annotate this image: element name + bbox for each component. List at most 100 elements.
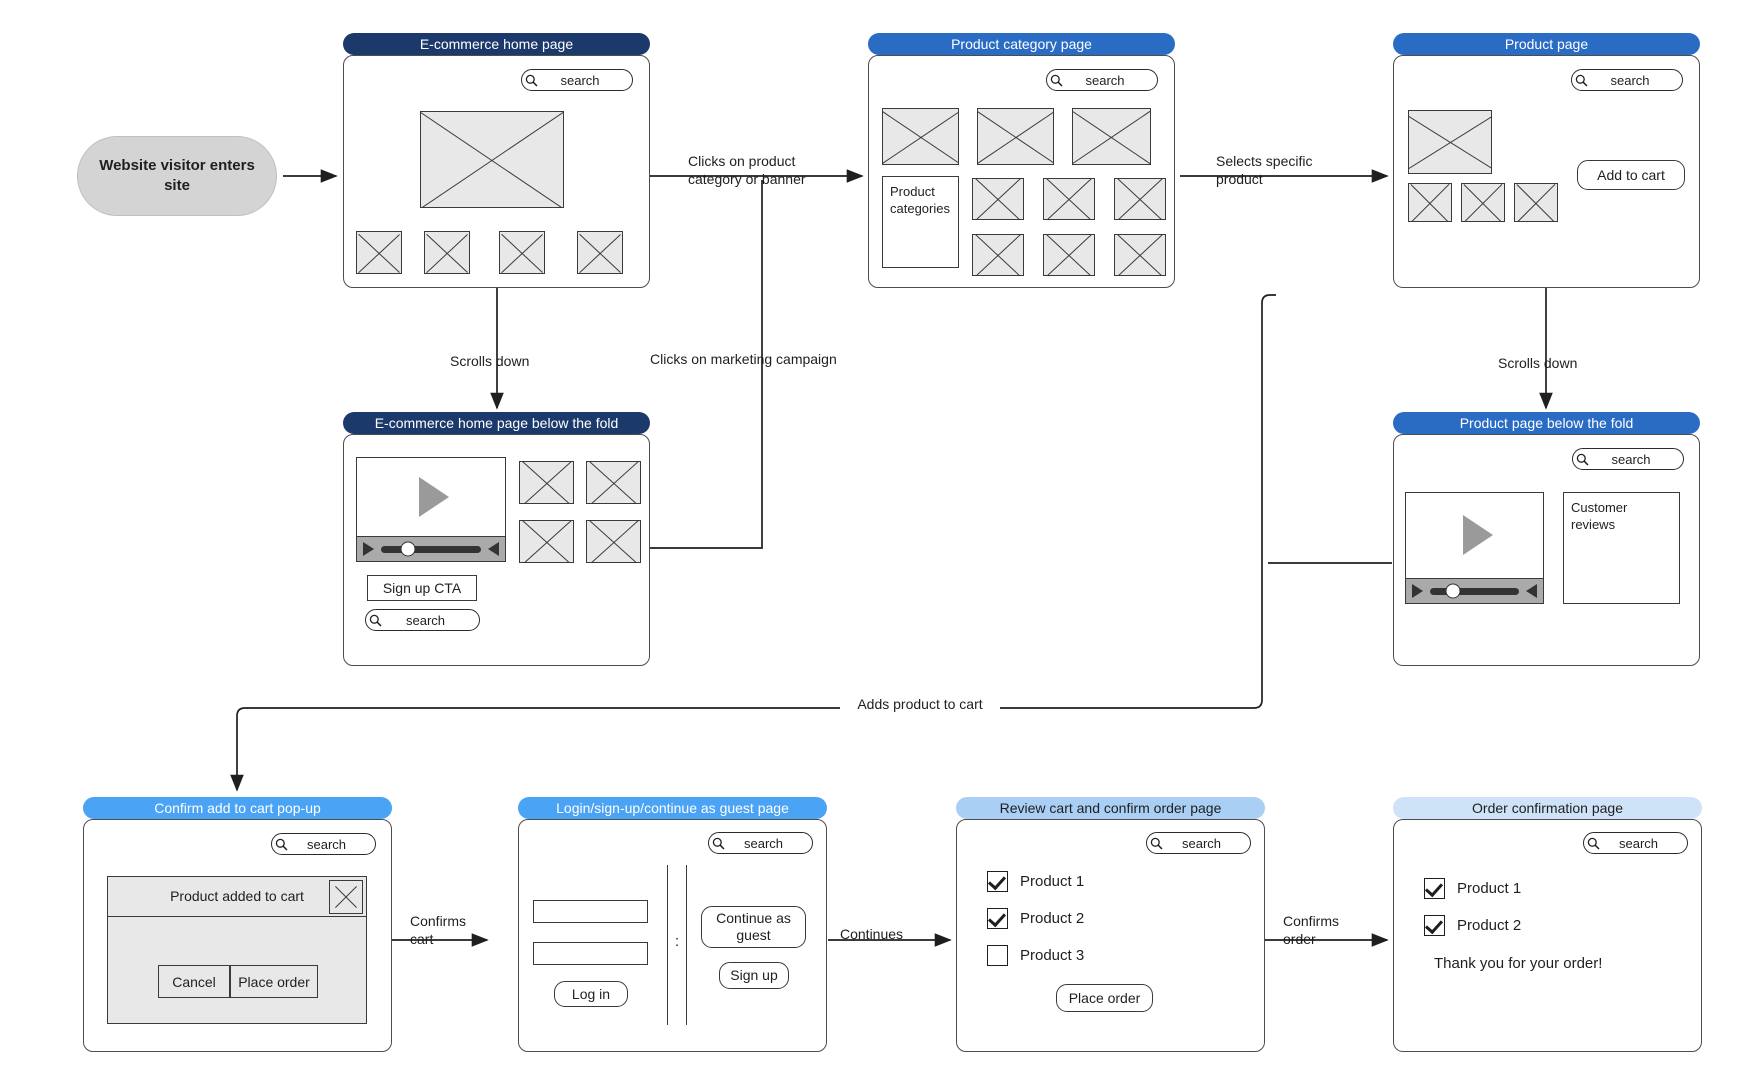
product-thumbnail-placeholder[interactable] <box>1461 183 1505 222</box>
search-field[interactable]: search <box>1146 832 1251 854</box>
edge-label-marketing: Clicks on marketing campaign <box>650 351 837 367</box>
product-tile-placeholder[interactable] <box>1114 178 1166 220</box>
promo-tile-placeholder[interactable] <box>519 520 574 563</box>
tile-placeholder[interactable] <box>424 231 470 274</box>
place-order-button[interactable]: Place order <box>1056 984 1153 1012</box>
node-product-below-fold: Product page below the fold search <box>1393 412 1700 666</box>
node-order-confirmation: Order confirmation page search Product 1… <box>1393 797 1702 1052</box>
checkbox-checked-icon[interactable] <box>987 908 1008 929</box>
play-button-icon[interactable] <box>1412 584 1423 598</box>
product-thumbnail-placeholder[interactable] <box>1408 183 1452 222</box>
video-scrubber-knob[interactable] <box>400 541 416 557</box>
product-tile-placeholder[interactable] <box>972 178 1024 220</box>
cart-item-label: Product 2 <box>1020 910 1085 927</box>
cart-item-row[interactable]: Product 1 <box>987 871 1084 892</box>
login-button[interactable]: Log in <box>554 981 628 1007</box>
node-order-confirmation-body: search Product 1 Product 2 Thank you for… <box>1393 819 1702 1052</box>
continue-as-guest-button[interactable]: Continue as guest <box>701 906 806 948</box>
start-node: Website visitor enters site <box>77 136 277 216</box>
search-placeholder: search <box>1085 72 1125 88</box>
customer-reviews-panel[interactable]: Customer reviews <box>1563 492 1680 604</box>
product-categories-panel[interactable]: Product categories <box>882 176 959 268</box>
category-banner-placeholder[interactable] <box>977 108 1054 165</box>
node-product-page: Product page search Add to cart <box>1393 33 1700 288</box>
cart-item-label: Product 3 <box>1020 947 1085 964</box>
product-tile-placeholder[interactable] <box>1114 234 1166 276</box>
start-label: Website visitor enters site <box>99 157 255 194</box>
play-button-icon[interactable] <box>363 542 374 556</box>
video-controls[interactable] <box>1406 578 1543 603</box>
divider-left <box>667 865 668 1025</box>
place-order-button[interactable]: Place order <box>230 965 318 998</box>
play-icon[interactable] <box>1462 515 1493 555</box>
search-field[interactable]: search <box>521 69 633 91</box>
promo-tile-placeholder[interactable] <box>586 461 641 504</box>
rewind-button-icon[interactable] <box>488 542 499 556</box>
search-icon <box>1572 74 1590 87</box>
search-placeholder: search <box>560 72 600 88</box>
node-home-page: E-commerce home page search <box>343 33 650 288</box>
category-banner-placeholder[interactable] <box>882 108 959 165</box>
product-thumbnail-placeholder[interactable] <box>1514 183 1558 222</box>
promo-tile-placeholder[interactable] <box>519 461 574 504</box>
cancel-button[interactable]: Cancel <box>158 965 230 998</box>
password-field[interactable] <box>533 942 648 965</box>
product-tile-placeholder[interactable] <box>1043 178 1095 220</box>
edge-label-continues: Continues <box>840 926 904 942</box>
add-to-cart-dialog: Product added to cart Cancel Place order <box>107 876 367 1024</box>
rewind-button-icon[interactable] <box>1526 584 1537 598</box>
edge-label-scrolls-down-home: Scrolls down <box>450 353 530 369</box>
video-scrubber[interactable] <box>381 541 481 557</box>
cart-item-row[interactable]: Product 2 <box>987 908 1084 929</box>
edge-label-confirms-order: Confirms order <box>1283 913 1340 947</box>
search-field[interactable]: search <box>1571 69 1683 91</box>
product-hero-image-placeholder[interactable] <box>1408 110 1492 174</box>
video-player[interactable] <box>1405 492 1544 604</box>
node-home-below-fold: E-commerce home page below the fold <box>343 412 650 666</box>
tile-placeholder[interactable] <box>577 231 623 274</box>
node-login-page: Login/sign-up/continue as guest page sea… <box>518 797 827 1052</box>
product-tile-placeholder[interactable] <box>972 234 1024 276</box>
add-to-cart-button[interactable]: Add to cart <box>1577 160 1685 190</box>
hero-banner-placeholder[interactable] <box>420 111 564 208</box>
signup-button[interactable]: Sign up <box>719 962 789 989</box>
node-home-page-body: search <box>343 55 650 288</box>
dialog-title: Product added to cart <box>108 877 366 917</box>
search-icon <box>1584 837 1602 850</box>
search-field[interactable]: search <box>271 833 376 855</box>
node-product-category-page-body: search Product categories <box>868 55 1175 288</box>
checkbox-checked-icon <box>1424 878 1445 899</box>
product-tile-placeholder[interactable] <box>1043 234 1095 276</box>
search-field[interactable]: search <box>708 832 813 854</box>
video-scrubber-knob[interactable] <box>1445 583 1461 599</box>
category-banner-placeholder[interactable] <box>1072 108 1151 165</box>
video-controls[interactable] <box>357 536 505 561</box>
search-field[interactable]: search <box>1046 69 1158 91</box>
search-field[interactable]: search <box>1583 832 1688 854</box>
signup-cta-label: Sign up CTA <box>382 580 462 596</box>
video-player[interactable] <box>356 457 506 562</box>
play-icon[interactable] <box>419 476 449 517</box>
search-icon <box>366 614 384 627</box>
promo-tile-placeholder[interactable] <box>586 520 641 563</box>
checkbox-checked-icon[interactable] <box>987 871 1008 892</box>
order-item-row: Product 2 <box>1424 915 1521 936</box>
tile-placeholder[interactable] <box>356 231 402 274</box>
tile-placeholder[interactable] <box>499 231 545 274</box>
search-placeholder: search <box>405 612 446 628</box>
username-field[interactable] <box>533 900 648 923</box>
checkbox-unchecked-icon[interactable] <box>987 945 1008 966</box>
video-scrubber[interactable] <box>1430 583 1519 599</box>
search-icon <box>272 838 290 851</box>
node-review-cart-title: Review cart and confirm order page <box>956 797 1265 819</box>
search-field[interactable]: search <box>1572 448 1684 470</box>
search-icon <box>1147 837 1165 850</box>
node-product-page-title: Product page <box>1393 33 1700 55</box>
search-field-bottom[interactable]: search <box>365 609 480 631</box>
node-confirm-popup-title: Confirm add to cart pop-up <box>83 797 392 819</box>
customer-reviews-label: Customer reviews <box>1571 500 1628 532</box>
signup-cta-button[interactable]: Sign up CTA <box>367 575 477 601</box>
close-icon[interactable] <box>329 880 363 914</box>
cart-item-row[interactable]: Product 3 <box>987 945 1084 966</box>
